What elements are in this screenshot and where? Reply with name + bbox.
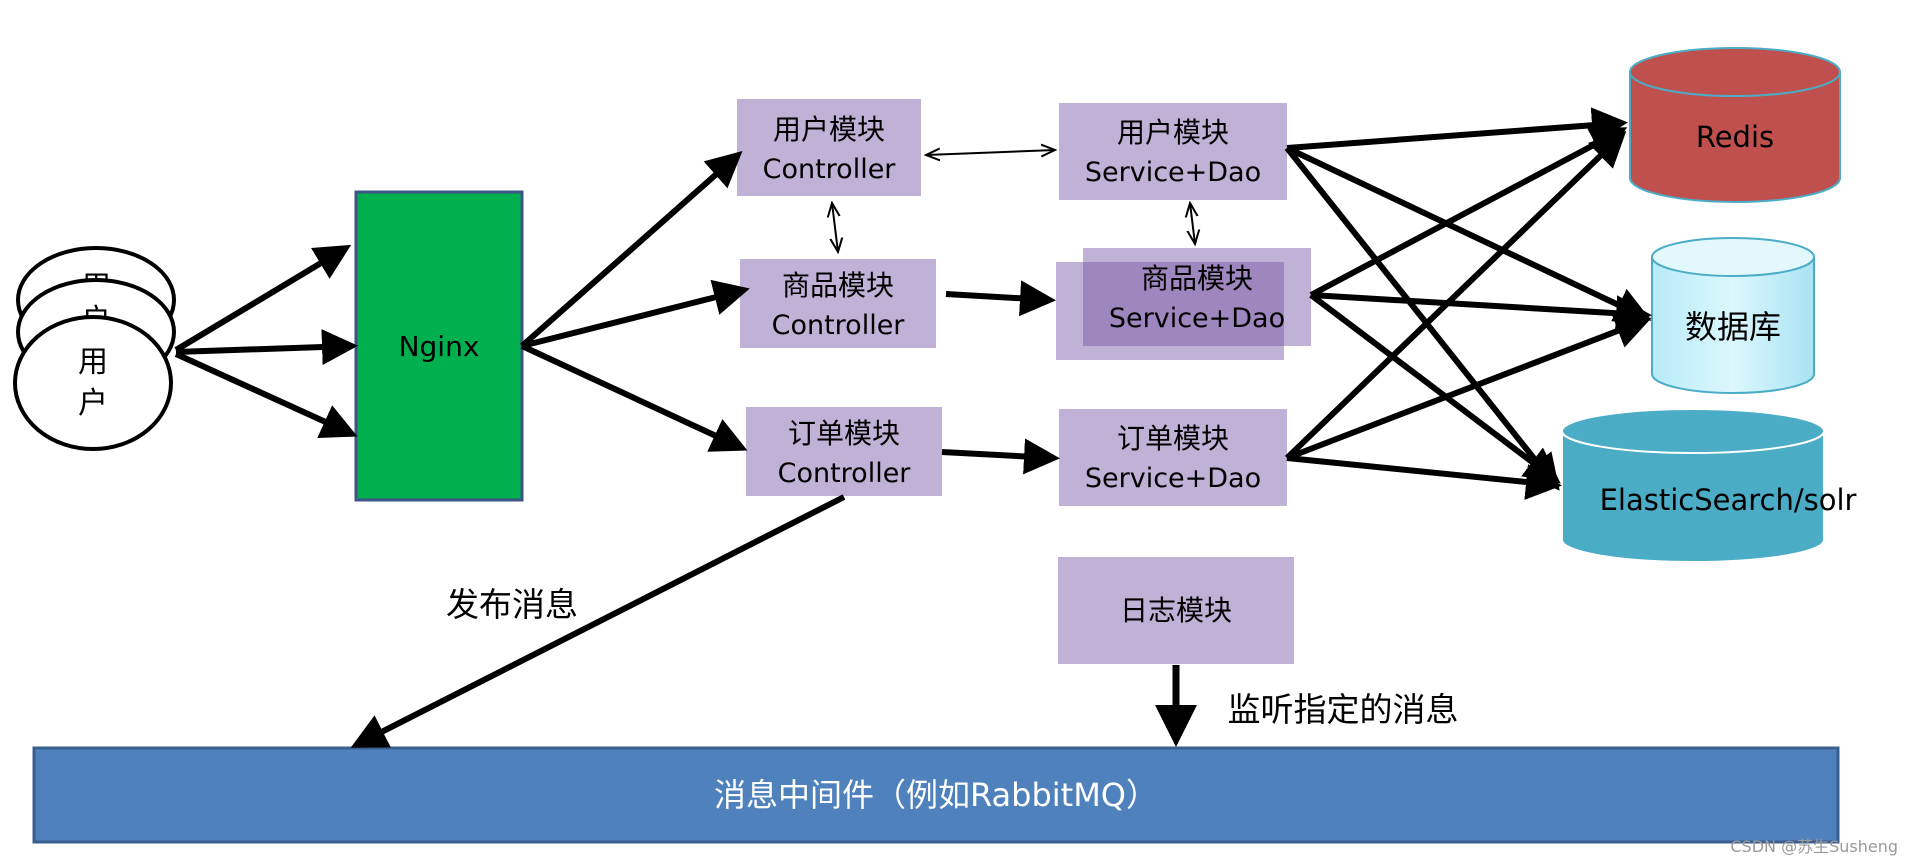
log-module-label: 日志模块: [1120, 594, 1232, 627]
product-controller-subtitle: Controller: [772, 310, 906, 341]
listen-message-annotation: 监听指定的消息: [1228, 690, 1459, 729]
database-cylinder-body: [1651, 257, 1815, 394]
arrow-nginx-to-product-controller: [521, 279, 750, 349]
product-controller-box: [740, 259, 936, 348]
arrow-order-controller-to-service: [941, 438, 1060, 475]
product-service-subtitle: Service+Dao: [1109, 303, 1285, 334]
user-controller-title: 用户模块: [773, 113, 885, 146]
publish-message-annotation: 发布消息: [446, 585, 578, 624]
redis-cylinder-body: [1629, 72, 1841, 203]
database-label: 数据库: [1685, 308, 1781, 346]
user-label-line2: 户: [78, 386, 108, 421]
arrow-users-to-nginx-bottom: [174, 351, 358, 438]
order-service-box: [1059, 409, 1287, 506]
order-controller-box: [746, 407, 942, 496]
arrow-user-service-to-search: [1284, 146, 1560, 491]
arrow-order-service-to-search: [1286, 455, 1562, 500]
order-controller-subtitle: Controller: [778, 458, 912, 489]
arrow-user-product-service: [1190, 203, 1195, 244]
message-queue: 消息中间件（例如RabbitMQ）: [32, 746, 1840, 844]
users-node: 用 户 用 户: [13, 246, 176, 451]
arrow-product-service-to-redis: [1309, 127, 1628, 298]
arrow-product-controller-to-service: [945, 280, 1056, 317]
redis-cylinder-top: [1629, 47, 1841, 97]
database-cylinder-top: [1651, 237, 1815, 277]
arrow-user-service-to-database: [1285, 145, 1652, 322]
order-service-subtitle: Service+Dao: [1085, 463, 1261, 494]
user-service-title: 用户模块: [1117, 116, 1229, 149]
search-label: ElasticSearch/solr: [1600, 483, 1857, 517]
user-circle-front: [13, 315, 173, 451]
product-controller-title: 商品模块: [782, 269, 894, 302]
arrow-order-service-to-redis: [1284, 130, 1627, 461]
arrow-user-service-to-redis: [1286, 107, 1628, 151]
arrow-users-to-nginx-top: [174, 244, 352, 353]
nginx-box: [354, 190, 524, 502]
search-cylinder-top: [1561, 408, 1825, 454]
product-controller: 商品模块 Controller: [740, 259, 936, 348]
nginx-label: Nginx: [399, 330, 480, 363]
message-queue-bar: [32, 746, 1840, 844]
user-service: 用户模块 Service+Dao: [1059, 103, 1287, 200]
arrow-users-to-nginx-mid: [175, 329, 358, 366]
product-service-overlap: [1083, 262, 1284, 346]
redis-store: Redis: [1629, 47, 1841, 203]
product-service: 商品模块 Service+Dao: [1056, 248, 1311, 360]
user-controller: 用户模块 Controller: [737, 99, 921, 196]
product-service-title: 商品模块: [1141, 262, 1253, 295]
redis-label: Redis: [1696, 120, 1774, 154]
order-controller-title: 订单模块: [788, 417, 900, 450]
nginx-node: Nginx: [354, 190, 524, 502]
search-cylinder-body: [1561, 431, 1825, 563]
user-label-line1: 用: [78, 345, 108, 380]
arrow-product-service-to-search: [1309, 292, 1561, 484]
arrow-user-controller-service: [926, 150, 1055, 155]
log-module-box: [1058, 557, 1294, 664]
arrow-user-product-controller: [832, 203, 838, 252]
user-service-box: [1059, 103, 1287, 200]
user-controller-box: [737, 99, 921, 196]
order-controller: 订单模块 Controller: [746, 407, 942, 496]
log-module: 日志模块: [1058, 557, 1294, 664]
arrow-publish-to-mq: [350, 494, 846, 748]
order-service: 订单模块 Service+Dao: [1059, 409, 1287, 506]
arrow-nginx-to-user-controller: [520, 151, 743, 349]
arrow-product-service-to-database: [1310, 292, 1652, 332]
search-store: ElasticSearch/solr: [1561, 408, 1857, 563]
user-controller-subtitle: Controller: [763, 154, 897, 185]
arrow-order-service-to-database: [1285, 313, 1652, 461]
user-service-subtitle: Service+Dao: [1085, 157, 1261, 188]
order-service-title: 订单模块: [1117, 422, 1229, 455]
database-store: 数据库: [1651, 237, 1815, 394]
arrow-nginx-to-order-controller: [520, 343, 748, 452]
arrows-group: [174, 107, 1652, 748]
watermark: CSDN @苏生Susheng: [1730, 837, 1898, 856]
message-queue-label: 消息中间件（例如RabbitMQ）: [714, 776, 1158, 814]
